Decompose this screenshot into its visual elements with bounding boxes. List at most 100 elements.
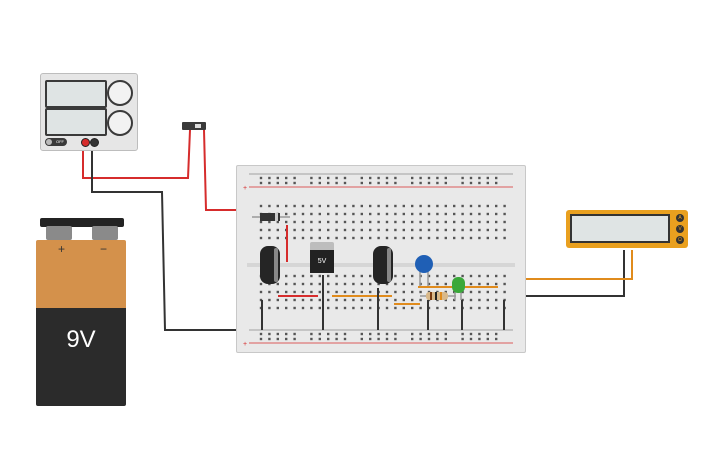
- battery-9v[interactable]: + − 9V: [36, 218, 126, 406]
- breadboard-hole[interactable]: [503, 236, 506, 240]
- breadboard-hole[interactable]: [411, 228, 414, 232]
- breadboard-hole[interactable]: [285, 332, 288, 336]
- breadboard-hole[interactable]: [385, 181, 389, 185]
- breadboard-hole[interactable]: [285, 220, 288, 224]
- breadboard-hole[interactable]: [318, 282, 321, 286]
- breadboard-hole[interactable]: [402, 298, 405, 302]
- breadboard-hole[interactable]: [394, 337, 397, 341]
- psu-power-button[interactable]: OFF: [45, 138, 67, 146]
- breadboard-hole[interactable]: [486, 298, 489, 302]
- breadboard-hole[interactable]: [495, 306, 498, 310]
- breadboard-hole[interactable]: [503, 274, 506, 278]
- breadboard-hole[interactable]: [385, 298, 389, 302]
- breadboard-hole[interactable]: [335, 176, 338, 180]
- breadboard-hole[interactable]: [469, 332, 473, 336]
- breadboard-hole[interactable]: [503, 282, 506, 286]
- breadboard-hole[interactable]: [427, 204, 431, 208]
- breadboard-hole[interactable]: [327, 306, 330, 310]
- led-green[interactable]: [452, 277, 465, 300]
- breadboard-hole[interactable]: [318, 204, 321, 208]
- breadboard-hole[interactable]: [402, 220, 405, 224]
- breadboard-hole[interactable]: [369, 212, 372, 216]
- breadboard-hole[interactable]: [402, 290, 405, 294]
- breadboard-hole[interactable]: [444, 204, 447, 208]
- breadboard-hole[interactable]: [318, 274, 321, 278]
- breadboard-hole[interactable]: [310, 204, 313, 208]
- breadboard-hole[interactable]: [360, 274, 363, 278]
- breadboard-hole[interactable]: [444, 337, 447, 341]
- breadboard-hole[interactable]: [293, 212, 296, 216]
- breadboard-hole[interactable]: [394, 306, 397, 310]
- breadboard-hole[interactable]: [268, 298, 271, 302]
- breadboard-hole[interactable]: [394, 181, 397, 185]
- breadboard-hole[interactable]: [444, 298, 447, 302]
- breadboard-hole[interactable]: [469, 274, 473, 278]
- breadboard-hole[interactable]: [486, 332, 489, 336]
- breadboard-hole[interactable]: [478, 290, 481, 294]
- breadboard-hole[interactable]: [343, 181, 347, 185]
- breadboard-hole[interactable]: [436, 204, 439, 208]
- breadboard-hole[interactable]: [369, 204, 372, 208]
- multimeter-button-a[interactable]: A: [676, 214, 684, 222]
- breadboard-hole[interactable]: [478, 228, 481, 232]
- breadboard-hole[interactable]: [327, 212, 330, 216]
- breadboard-hole[interactable]: [335, 274, 338, 278]
- breadboard-hole[interactable]: [461, 274, 464, 278]
- breadboard-hole[interactable]: [335, 298, 338, 302]
- breadboard-hole[interactable]: [453, 228, 456, 232]
- breadboard-hole[interactable]: [285, 298, 288, 302]
- breadboard-hole[interactable]: [268, 228, 271, 232]
- breadboard-hole[interactable]: [478, 337, 481, 341]
- breadboard-hole[interactable]: [335, 204, 338, 208]
- breadboard-hole[interactable]: [495, 274, 498, 278]
- breadboard-hole[interactable]: [318, 290, 321, 294]
- breadboard-hole[interactable]: [419, 306, 422, 310]
- breadboard-hole[interactable]: [436, 236, 439, 240]
- breadboard-hole[interactable]: [276, 290, 279, 294]
- breadboard-hole[interactable]: [436, 212, 439, 216]
- breadboard-hole[interactable]: [394, 282, 397, 286]
- breadboard-hole[interactable]: [461, 220, 464, 224]
- breadboard-hole[interactable]: [495, 290, 498, 294]
- breadboard-hole[interactable]: [385, 176, 389, 180]
- breadboard-hole[interactable]: [301, 204, 305, 208]
- breadboard-hole[interactable]: [469, 212, 473, 216]
- breadboard-hole[interactable]: [310, 332, 313, 336]
- breadboard-hole[interactable]: [352, 228, 355, 232]
- breadboard-hole[interactable]: [385, 236, 389, 240]
- breadboard-hole[interactable]: [402, 306, 405, 310]
- breadboard-hole[interactable]: [360, 236, 363, 240]
- breadboard-hole[interactable]: [301, 212, 305, 216]
- breadboard-hole[interactable]: [310, 306, 313, 310]
- breadboard-hole[interactable]: [394, 176, 397, 180]
- breadboard-hole[interactable]: [469, 220, 473, 224]
- breadboard-hole[interactable]: [436, 337, 439, 341]
- breadboard-hole[interactable]: [461, 337, 464, 341]
- breadboard-hole[interactable]: [310, 274, 313, 278]
- breadboard-hole[interactable]: [385, 290, 389, 294]
- breadboard-hole[interactable]: [385, 204, 389, 208]
- breadboard-hole[interactable]: [411, 220, 414, 224]
- breadboard-hole[interactable]: [369, 306, 372, 310]
- breadboard-hole[interactable]: [360, 290, 363, 294]
- breadboard-hole[interactable]: [318, 337, 321, 341]
- breadboard-hole[interactable]: [310, 282, 313, 286]
- breadboard-hole[interactable]: [469, 306, 473, 310]
- breadboard-hole[interactable]: [285, 204, 288, 208]
- breadboard-hole[interactable]: [360, 337, 363, 341]
- breadboard-hole[interactable]: [318, 332, 321, 336]
- breadboard-hole[interactable]: [377, 236, 380, 240]
- psu-current-knob[interactable]: [107, 110, 133, 136]
- breadboard-hole[interactable]: [259, 228, 263, 232]
- battery-negative-post[interactable]: [92, 226, 118, 240]
- breadboard-hole[interactable]: [385, 228, 389, 232]
- breadboard-hole[interactable]: [486, 176, 489, 180]
- breadboard-hole[interactable]: [360, 332, 363, 336]
- breadboard-hole[interactable]: [310, 181, 313, 185]
- breadboard-hole[interactable]: [293, 332, 296, 336]
- breadboard-hole[interactable]: [419, 176, 422, 180]
- breadboard-hole[interactable]: [276, 220, 279, 224]
- breadboard-hole[interactable]: [285, 282, 288, 286]
- breadboard-hole[interactable]: [444, 332, 447, 336]
- breadboard-hole[interactable]: [394, 236, 397, 240]
